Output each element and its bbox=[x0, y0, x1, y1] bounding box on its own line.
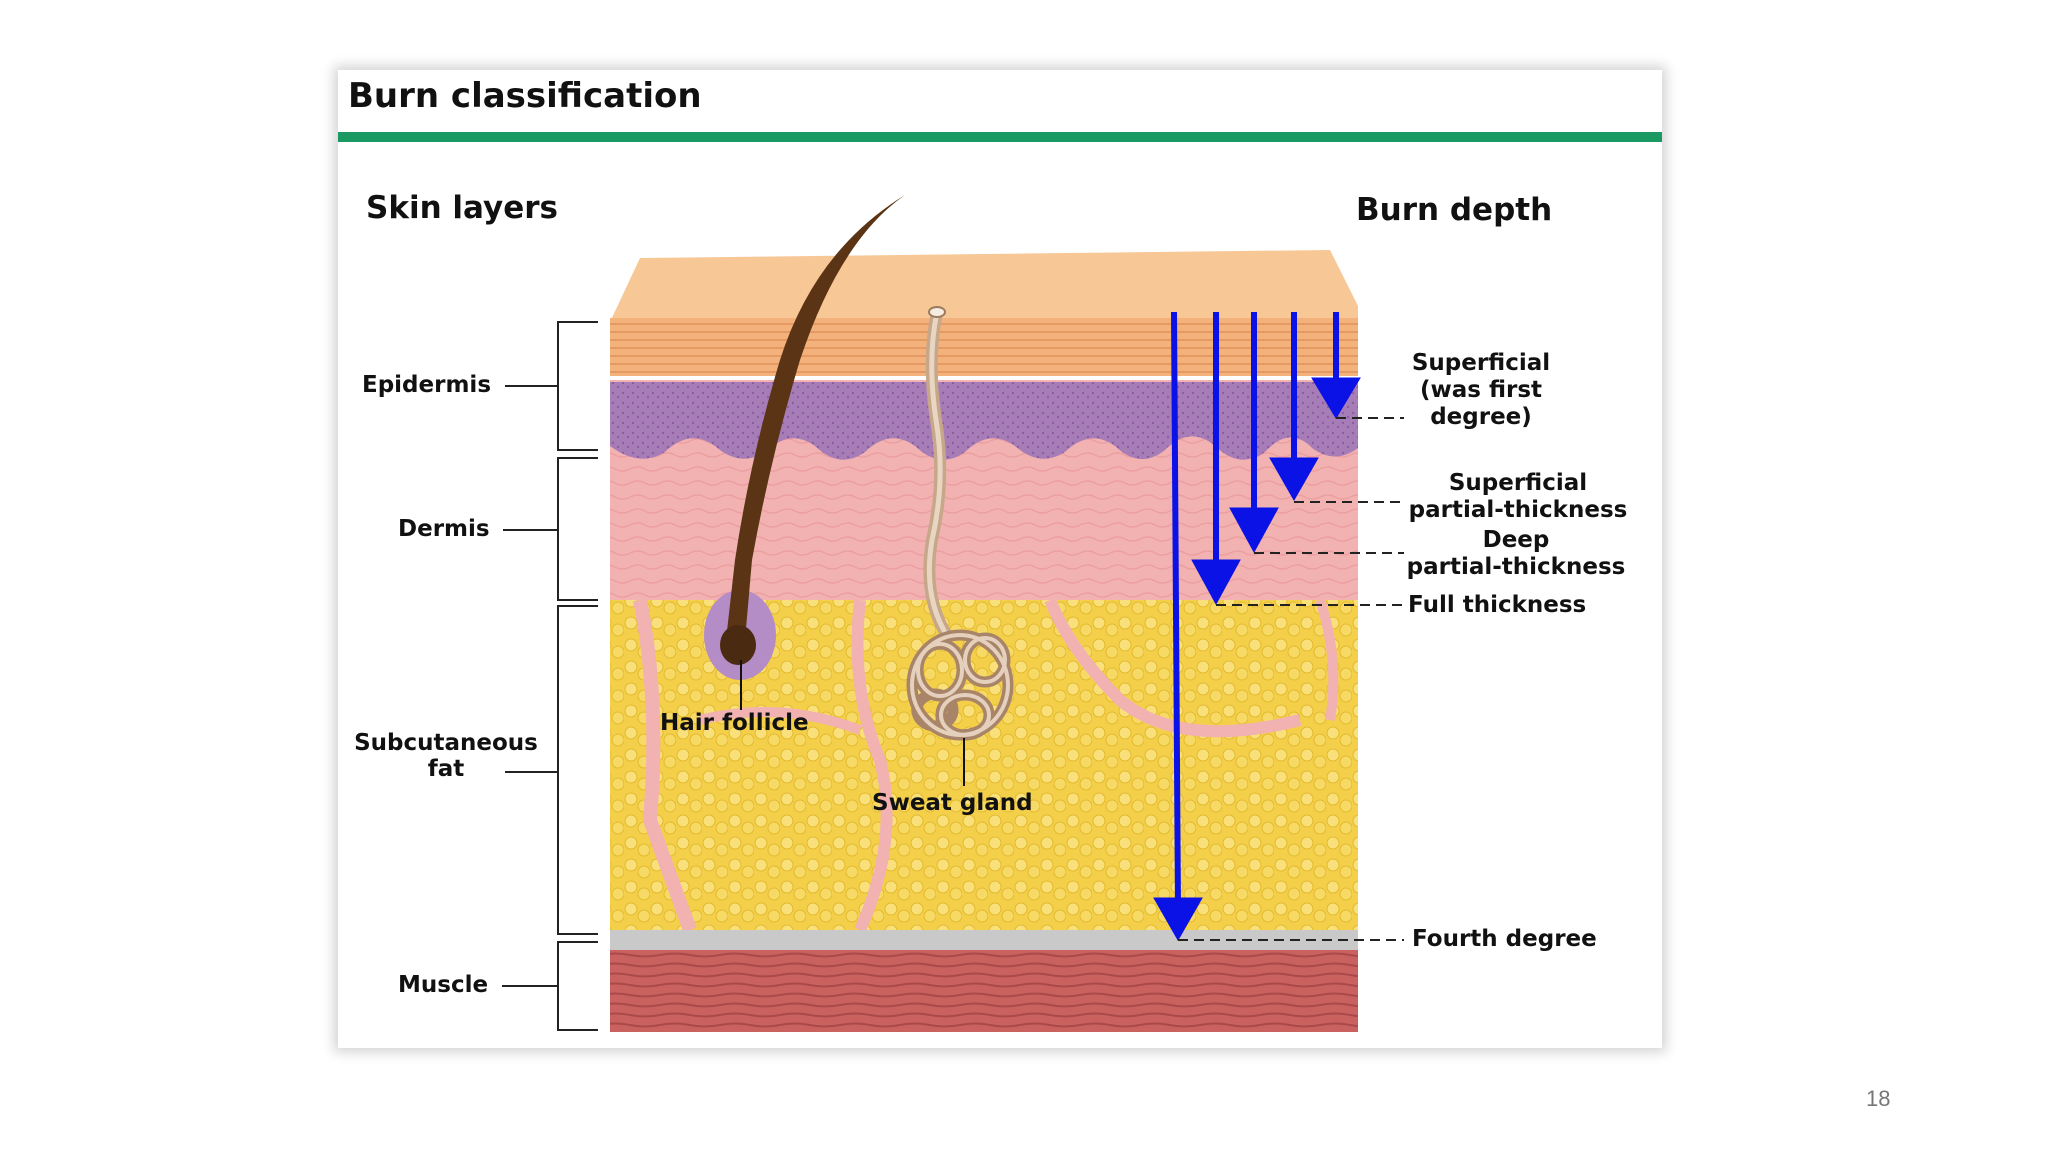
label-sweat-gland: Sweat gland bbox=[872, 790, 1033, 816]
label-superficial: Superficial (was first degree) bbox=[1396, 350, 1566, 431]
skin-surface bbox=[610, 250, 1358, 322]
label-superficial-line2: (was first bbox=[1419, 377, 1543, 403]
muscle-layer bbox=[610, 950, 1358, 1032]
label-subcutaneous-fat: Subcutaneous fat bbox=[348, 730, 544, 782]
fascia-layer bbox=[610, 930, 1358, 950]
figure-title: Burn classification bbox=[348, 76, 702, 116]
label-superficial-line3: degree) bbox=[1430, 404, 1532, 430]
layer-brackets bbox=[502, 321, 598, 1031]
hair-bulb bbox=[720, 625, 756, 665]
burn-depth-arrows bbox=[1153, 311, 1361, 942]
label-subcutaneous-line1: Subcutaneous bbox=[354, 730, 538, 756]
burn-depth-heading: Burn depth bbox=[1356, 192, 1553, 228]
label-subcutaneous-line2: fat bbox=[427, 756, 465, 782]
label-fourth-degree: Fourth degree bbox=[1412, 926, 1597, 952]
label-muscle: Muscle bbox=[398, 972, 489, 998]
stratum-corneum-layer bbox=[610, 318, 1358, 378]
burn-depth-leaders bbox=[1178, 417, 1404, 941]
label-dermis: Dermis bbox=[398, 516, 490, 542]
page-number: 18 bbox=[1866, 1086, 1891, 1111]
label-deep-partial-line2: partial-thickness bbox=[1406, 554, 1626, 580]
hair-shaft bbox=[726, 195, 905, 645]
label-full-thickness: Full thickness bbox=[1408, 592, 1587, 618]
title-underline bbox=[338, 132, 1662, 142]
label-deep-partial-line1: Deep bbox=[1482, 527, 1550, 553]
label-superficial-line1: Superficial bbox=[1411, 350, 1551, 376]
label-superficial-partial-line2: partial-thickness bbox=[1408, 497, 1628, 523]
label-superficial-partial-line1: Superficial bbox=[1448, 470, 1588, 496]
label-epidermis: Epidermis bbox=[362, 372, 492, 398]
label-deep-partial-thickness: Deep partial-thickness bbox=[1398, 527, 1634, 581]
label-hair-follicle: Hair follicle bbox=[660, 710, 809, 736]
skin-layers-heading: Skin layers bbox=[366, 190, 558, 226]
label-superficial-partial-thickness: Superficial partial-thickness bbox=[1400, 470, 1636, 524]
epidermis-layer bbox=[610, 382, 1358, 460]
